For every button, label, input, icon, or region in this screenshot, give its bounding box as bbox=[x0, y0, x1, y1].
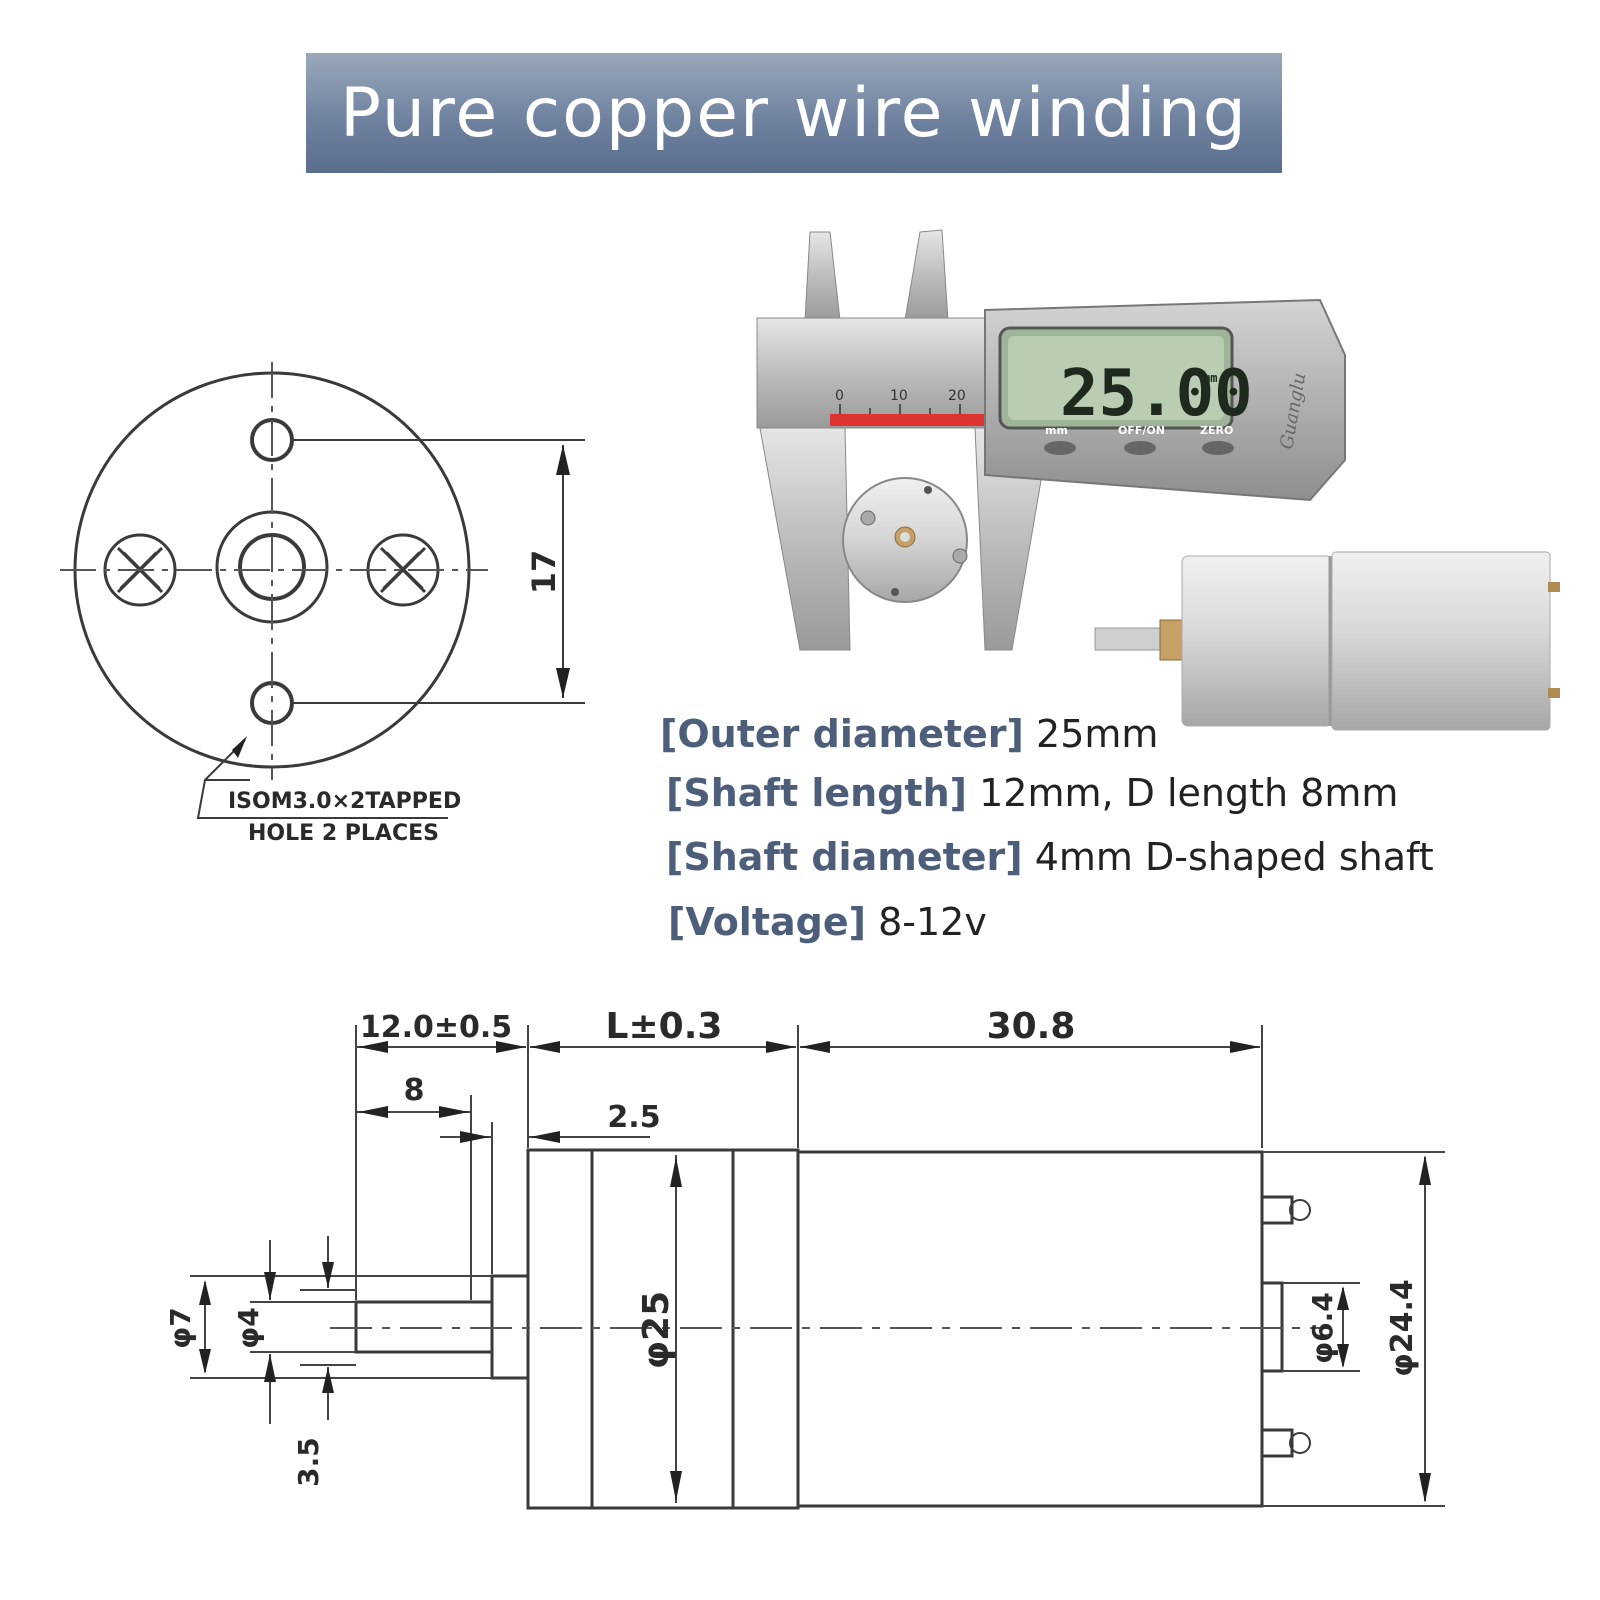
dia-rear-boss: φ6.4 bbox=[1306, 1292, 1339, 1364]
spec-shaft-length: [Shaft length] 12mm, D length 8mm bbox=[666, 771, 1398, 815]
caliper-unit: mm bbox=[1203, 371, 1217, 385]
caliper-reading: 25.00 bbox=[1060, 357, 1253, 431]
spec-value-shaft-length: 12mm, D length 8mm bbox=[979, 771, 1399, 815]
dim-gearbox-length: L±0.3 bbox=[606, 1006, 723, 1047]
spec-outer-diameter: [Outer diameter] 25mm bbox=[660, 712, 1158, 756]
dim-d-length: 8 bbox=[404, 1073, 425, 1108]
button-label-zero: ZERO bbox=[1200, 424, 1233, 437]
spec-key-shaft-diameter: [Shaft diameter] bbox=[666, 835, 1023, 879]
spec-key-outer-diameter: [Outer diameter] bbox=[660, 712, 1024, 756]
zero-button[interactable] bbox=[1202, 441, 1234, 455]
dim-motor-length: 30.8 bbox=[987, 1006, 1076, 1047]
front-note-line1: ISOM3.0×2TAPPED bbox=[228, 789, 461, 814]
dim-step: 2.5 bbox=[607, 1100, 660, 1135]
scale-label-10: 10 bbox=[890, 388, 908, 404]
dia-boss: φ7 bbox=[164, 1307, 197, 1348]
banner-title: Pure copper wire winding bbox=[340, 73, 1248, 153]
spec-key-voltage: [Voltage] bbox=[668, 900, 866, 944]
spec-value-shaft-diameter: 4mm D-shaped shaft bbox=[1034, 835, 1434, 879]
dia-shaft: φ4 bbox=[232, 1307, 265, 1348]
button-label-mm: mm bbox=[1045, 424, 1068, 437]
dim-shaft-length: 12.0±0.5 bbox=[360, 1010, 512, 1045]
spec-value-outer-diameter: 25mm bbox=[1036, 712, 1159, 756]
spec-key-shaft-length: [Shaft length] bbox=[666, 771, 967, 815]
dim-flat: 3.5 bbox=[292, 1437, 325, 1487]
scale-label-0: 0 bbox=[835, 388, 844, 404]
spec-shaft-diameter: [Shaft diameter] 4mm D-shaped shaft bbox=[666, 835, 1434, 879]
dia-motor: φ24.4 bbox=[1385, 1279, 1420, 1377]
button-label-onoff: OFF/ON bbox=[1118, 424, 1165, 437]
spec-voltage: [Voltage] 8-12v bbox=[668, 900, 987, 944]
front-dim-17: 17 bbox=[525, 550, 563, 595]
title-banner: Pure copper wire winding bbox=[306, 53, 1282, 173]
dia-gearbox: φ25 bbox=[636, 1291, 677, 1369]
spec-value-voltage: 8-12v bbox=[878, 900, 987, 944]
mm-button[interactable] bbox=[1044, 441, 1076, 455]
front-note-line2: HOLE 2 PLACES bbox=[248, 821, 439, 846]
onoff-button[interactable] bbox=[1124, 441, 1156, 455]
scale-label-20: 20 bbox=[948, 388, 966, 404]
